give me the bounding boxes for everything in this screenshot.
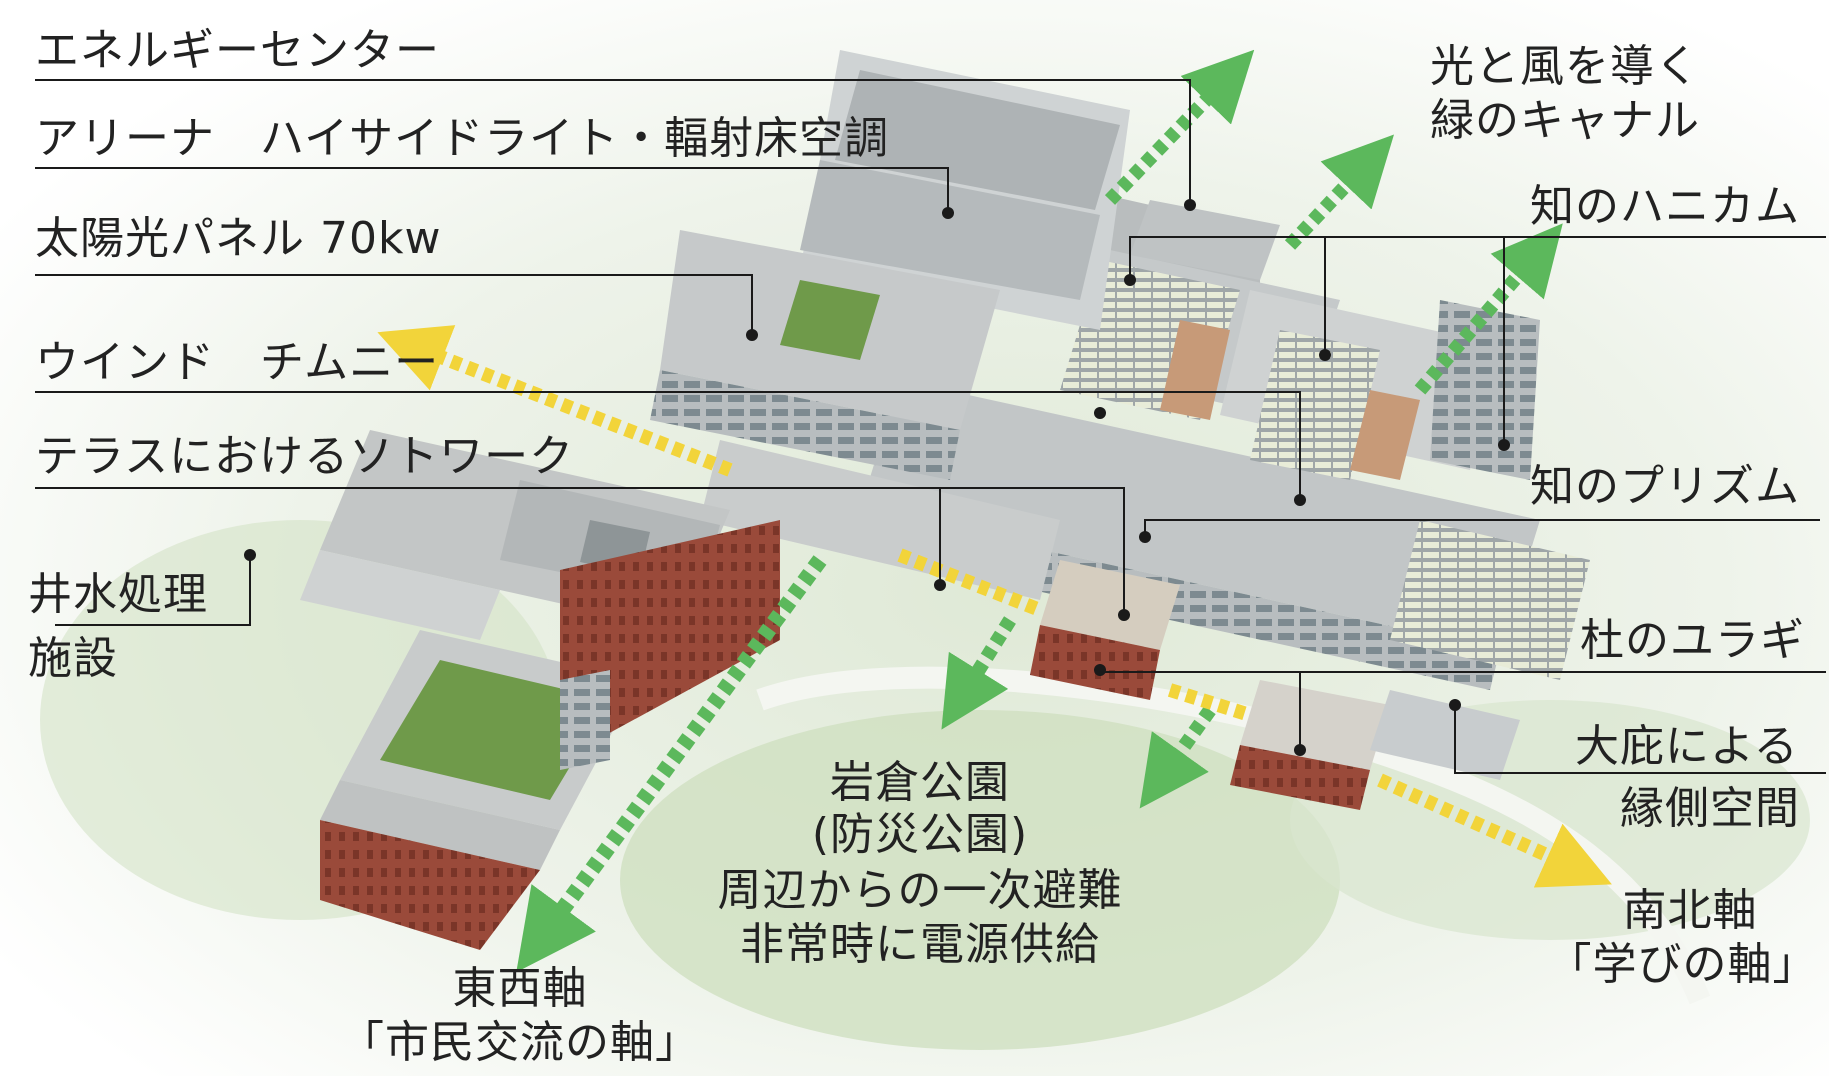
label-north-south-axis-2: 「学びの軸」 [1547, 939, 1818, 990]
label-wind-chimney: ウインド チムニー [35, 337, 440, 388]
airflow-arrows [377, 49, 1612, 973]
label-prism: 知のプリズム [1530, 461, 1800, 512]
label-well-water-2: 施設 [28, 633, 118, 684]
label-north-south-axis-1: 南北軸 [1622, 885, 1758, 936]
label-park-3: 周辺からの一次避難 [717, 865, 1123, 916]
label-solar-panel: 太陽光パネル 70kw [35, 213, 442, 264]
label-well-water-1: 井水処理 [28, 569, 208, 620]
roof-garden [780, 280, 880, 360]
arena-building [650, 50, 1280, 480]
label-park-1: 岩倉公園 [830, 757, 1010, 808]
label-arena: アリーナ ハイサイドライト・輻射床空調 [35, 113, 890, 164]
label-engawa-1: 大庇による [1575, 721, 1799, 772]
label-canal-2: 緑のキャナル [1430, 95, 1700, 146]
label-park-4: 非常時に電源供給 [740, 919, 1100, 970]
label-terrace-work: テラスにおけるソトワーク [35, 431, 575, 482]
connector [700, 440, 1520, 810]
label-yuragi: 杜のユラギ [1580, 615, 1805, 666]
west-building [300, 430, 780, 950]
label-canal-1: 光と風を導く [1430, 41, 1700, 92]
label-park-2: (防災公園) [811, 809, 1029, 860]
leader-lines [35, 79, 1826, 774]
label-east-west-axis-2: 「市民交流の軸」 [340, 1017, 700, 1068]
label-honeycomb: 知のハニカム [1530, 181, 1800, 232]
label-engawa-2: 縁側空間 [1620, 783, 1800, 834]
leader-dots [244, 199, 1510, 756]
label-east-west-axis-1: 東西軸 [452, 963, 588, 1014]
label-energy-center: エネルギーセンター [35, 25, 440, 76]
